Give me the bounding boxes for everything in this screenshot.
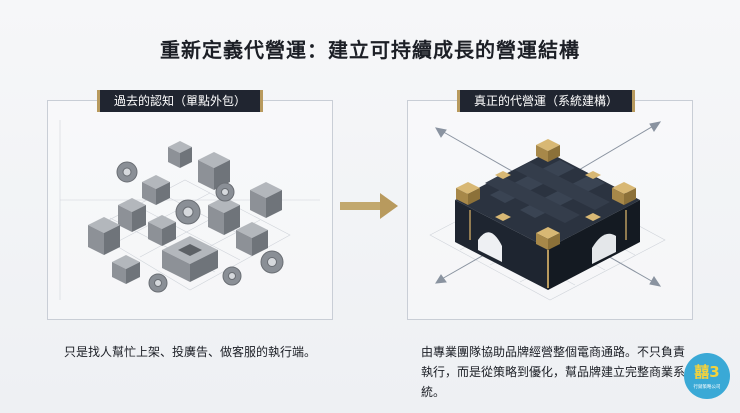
scattered-blocks-illustration [88, 141, 284, 293]
right-panel-label: 真正的代營運（系統建構） [457, 90, 636, 112]
right-caption-line: 執行，而是從策略到優化，幫品牌建立完整商業系統。 [421, 365, 686, 399]
gray-block [198, 152, 230, 190]
logo-text: 囍3 [694, 363, 720, 381]
gray-block [112, 255, 140, 284]
gray-block [148, 215, 176, 246]
gear-icon [116, 161, 138, 183]
gray-block [162, 236, 218, 282]
gold-cap [456, 182, 480, 205]
gold-cap [536, 227, 560, 250]
gray-block [142, 175, 170, 205]
right-caption: 由專業團隊協助品牌經營整個電商通路。不只負責 執行，而是從策略到優化，幫品牌建立… [421, 342, 691, 402]
gold-cap [495, 171, 601, 221]
left-caption: 只是找人幫忙上架、投廣告、做客服的執行端。 [64, 345, 317, 359]
right-caption-line: 由專業團隊協助品牌經營整個電商通路。不只負責 [421, 345, 686, 359]
gear-icon [148, 273, 168, 293]
brand-logo: 囍3 行銷策略公司 [684, 353, 730, 399]
gear-icon [222, 266, 242, 286]
right-arrow-icon [340, 193, 398, 219]
gray-block [236, 222, 268, 256]
gear-icon [260, 250, 284, 274]
gear-icon [175, 199, 201, 225]
gray-block [168, 141, 192, 168]
gear-icon [215, 182, 235, 202]
gray-block [88, 217, 120, 255]
gray-block [118, 198, 146, 232]
logo-subtext: 行銷策略公司 [693, 385, 721, 390]
gold-cap [536, 139, 560, 162]
gray-block [250, 182, 282, 218]
left-panel-label: 過去的認知（單點外包） [97, 90, 264, 112]
page-title: 重新定義代營運：建立可持續成長的營運結構 [160, 38, 580, 62]
interlocking-structure-illustration [455, 139, 640, 290]
gold-cap [612, 182, 636, 205]
gray-block [208, 197, 240, 235]
